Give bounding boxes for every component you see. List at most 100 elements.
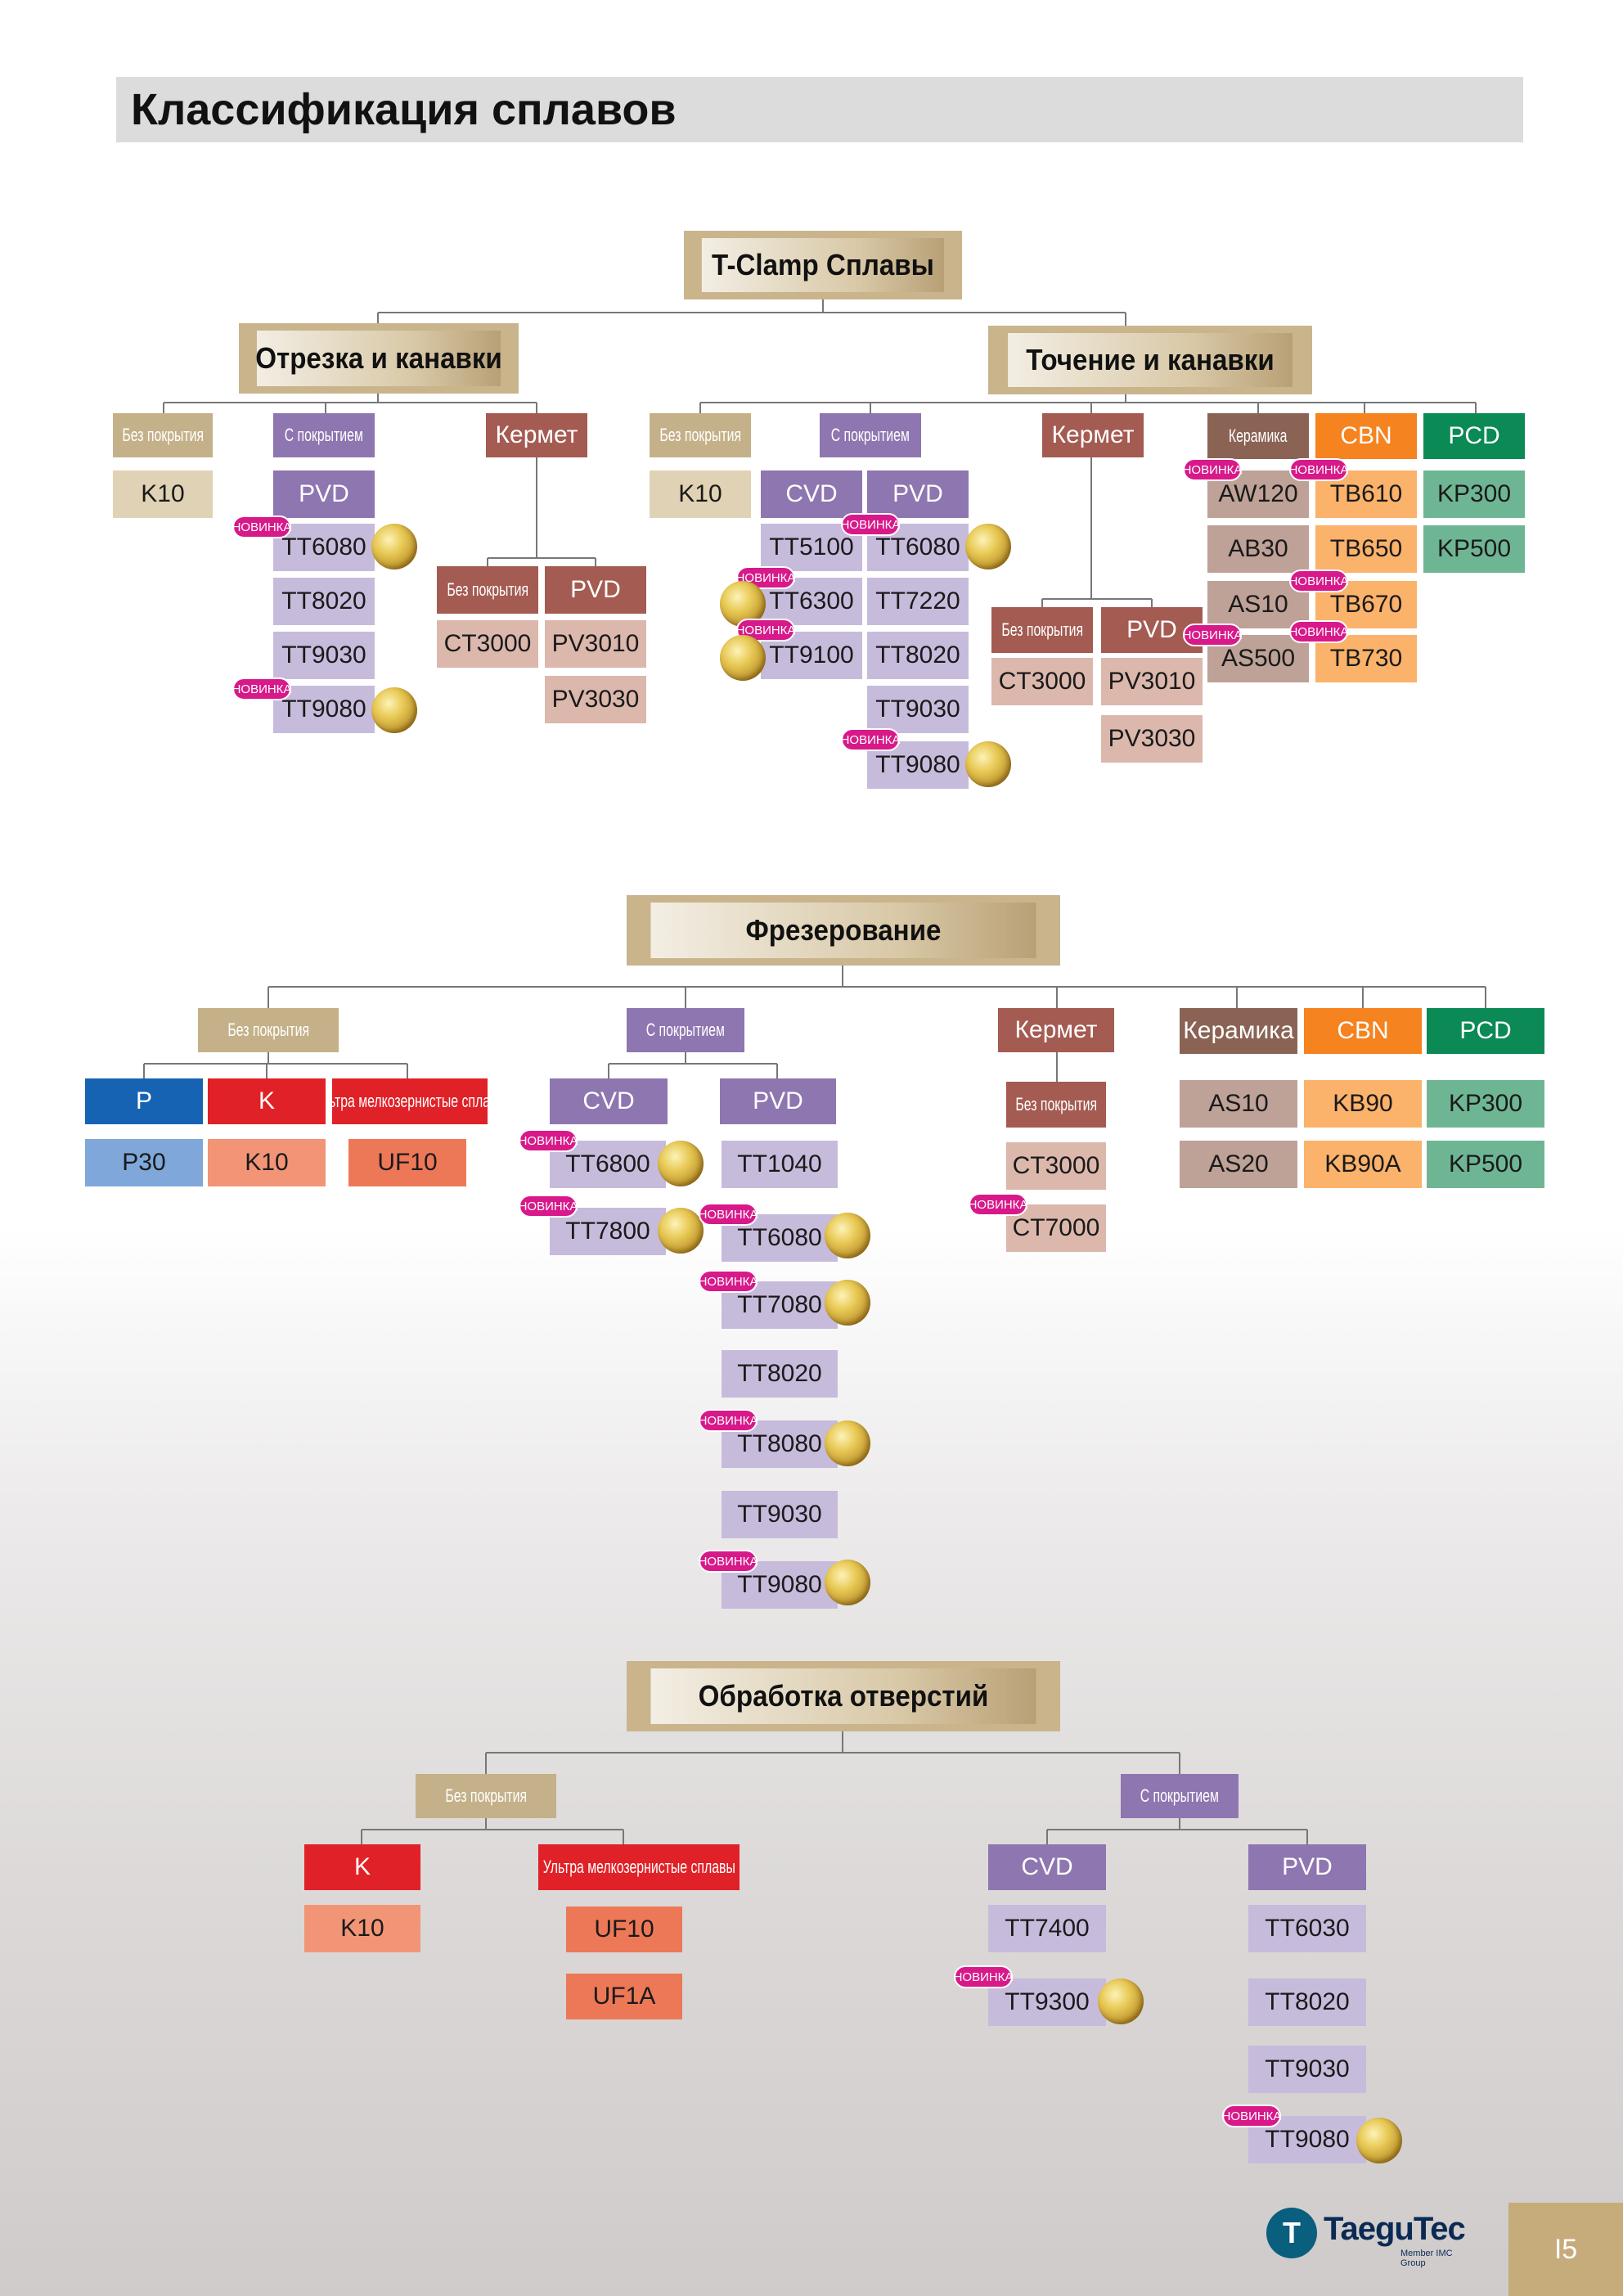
grade-k-label: K xyxy=(208,1078,326,1124)
cermet-label: Кермет xyxy=(486,413,587,457)
grade-pcd-label: KP500 xyxy=(1448,1150,1523,1177)
grade-k10: K10 xyxy=(208,1139,326,1186)
grade-pvd-label: TT8020 xyxy=(737,1360,822,1387)
gold-medal-icon xyxy=(371,524,417,569)
new-badge: НОВИНКА xyxy=(1289,569,1348,592)
pvd-label-label: PVD xyxy=(753,1087,803,1114)
cermet-label-label: Кермет xyxy=(1014,1016,1098,1043)
cermet-label: Кермет xyxy=(1042,413,1144,457)
pvd-label: PVD xyxy=(273,470,375,518)
holemaking-header: Обработка отверстий xyxy=(627,1661,1060,1731)
grade-ceramic-label: AW120 xyxy=(1218,480,1298,507)
new-badge: НОВИНКА xyxy=(841,513,900,536)
grade-ct-label: CT7000 xyxy=(1012,1214,1100,1241)
new-badge: НОВИНКА xyxy=(1183,458,1242,481)
cvd-label: CVD xyxy=(988,1844,1106,1890)
grade-cbn-label: TB670 xyxy=(1329,591,1403,618)
cermet-uncoated-label: Без покрытия xyxy=(1006,1082,1106,1128)
grade-pv: PV3030 xyxy=(545,676,646,723)
grade-cvd-label: TT7800 xyxy=(565,1218,650,1245)
grade-cvd-label: TT7400 xyxy=(1005,1915,1090,1942)
ultra-fine-label: Ультра мелкозернистые сплавы xyxy=(538,1844,740,1890)
grade-cbn: KB90A xyxy=(1304,1141,1422,1188)
coated-label: С покрытием xyxy=(820,413,921,457)
new-badge: НОВИНКА xyxy=(969,1193,1027,1216)
grade-pvd: TT1040 xyxy=(722,1141,838,1188)
grade-p30: P30 xyxy=(85,1139,203,1186)
grade-pcd: KP500 xyxy=(1427,1141,1544,1188)
cermet-pvd-label: PVD xyxy=(545,566,646,614)
grade-uf: UF10 xyxy=(566,1907,682,1952)
grade-pvd-label: TT6080 xyxy=(737,1224,822,1251)
grade-pvd-label: TT9080 xyxy=(281,696,366,723)
uncoated-label-label: Без покрытия xyxy=(445,1785,527,1806)
gold-medal-icon xyxy=(965,524,1011,569)
grade-pvd-label: TT6030 xyxy=(1265,1915,1350,1942)
grade-cbn-label: TB730 xyxy=(1329,645,1403,672)
grade-k-label-label: K xyxy=(353,1853,371,1880)
milling-header: Фрезерование xyxy=(627,895,1060,966)
grade-pvd-label: TT9080 xyxy=(737,1571,822,1598)
grade-cvd: TT6800 xyxy=(550,1141,666,1188)
grade-cvd: TT7400 xyxy=(988,1905,1106,1952)
pcd-label: PCD xyxy=(1427,1008,1544,1054)
cermet-pvd-label-label: PVD xyxy=(1126,616,1177,643)
logo-text: TaeguTec xyxy=(1324,2211,1466,2247)
grade-ceramic: AS20 xyxy=(1180,1141,1297,1188)
uncoated-label-label: Без покрытия xyxy=(122,425,204,445)
grade-pvd-label: TT6080 xyxy=(281,533,366,560)
grade-pvd-label: TT7220 xyxy=(875,588,960,615)
grade-pvd: TT7220 xyxy=(867,578,969,625)
new-badge: НОВИНКА xyxy=(841,728,900,751)
grade-k10-label: K10 xyxy=(340,1915,384,1942)
cbn-label-label: CBN xyxy=(1337,1017,1389,1044)
grade-pvd: TT6030 xyxy=(1248,1905,1366,1952)
cermet-pvd-label: PVD xyxy=(1101,607,1203,653)
new-badge: НОВИНКА xyxy=(954,1965,1013,1988)
grade-ct3000: CT3000 xyxy=(991,658,1093,705)
pvd-label-label: PVD xyxy=(1282,1853,1333,1880)
logo-subtitle: Member IMC Group xyxy=(1400,2249,1453,2268)
new-badge: НОВИНКА xyxy=(519,1129,578,1152)
grade-ct: CT3000 xyxy=(1006,1142,1106,1190)
coated-label-label: С покрытием xyxy=(645,1020,726,1040)
grade-k10-label: K10 xyxy=(245,1149,289,1176)
grade-pvd: TT9030 xyxy=(722,1491,838,1538)
ceramic-label-label: Керамика xyxy=(1183,1017,1294,1044)
new-badge: НОВИНКА xyxy=(736,619,795,642)
grade-pvd: TT9030 xyxy=(1248,2046,1366,2093)
cbn-label: CBN xyxy=(1315,413,1417,459)
grade-uf-label: UF10 xyxy=(594,1916,654,1943)
cermet-uncoated-label-label: Без покрытия xyxy=(447,579,528,600)
logo-mark-icon: T xyxy=(1266,2208,1317,2258)
gold-medal-icon xyxy=(1356,2118,1402,2163)
new-badge: НОВИНКА xyxy=(699,1409,758,1432)
grade-pvd-label: TT9030 xyxy=(1265,2055,1350,2082)
grade-k10: K10 xyxy=(650,470,751,518)
grade-pvd-label: TT6080 xyxy=(875,533,960,560)
grade-p30-label: P30 xyxy=(122,1149,166,1176)
ceramic-label-label: Керамика xyxy=(1229,425,1288,446)
grade-pvd-label: TT1040 xyxy=(737,1150,822,1177)
gold-medal-icon xyxy=(371,687,417,733)
grade-pvd: TT8020 xyxy=(273,578,375,625)
tclamp-header: T-Clamp Сплавы xyxy=(684,231,962,299)
grade-pcd-label: KP500 xyxy=(1436,535,1512,562)
grade-pvd-label: TT9030 xyxy=(737,1501,822,1528)
new-badge: НОВИНКА xyxy=(699,1203,758,1226)
cvd-label: CVD xyxy=(550,1078,668,1124)
uncoated-label-label: Без покрытия xyxy=(227,1020,309,1040)
grade-cbn-label: TB610 xyxy=(1329,480,1403,507)
ultra-fine-label-label: Ультра мелкозернистые сплавы xyxy=(332,1091,488,1111)
grade-pvd-label: TT9030 xyxy=(875,696,960,723)
ceramic-label: Керамика xyxy=(1180,1008,1297,1054)
grade-pcd: KP500 xyxy=(1423,525,1525,573)
grade-cvd-label: TT9100 xyxy=(769,642,854,669)
grade-ceramic-label: AS500 xyxy=(1221,645,1296,672)
grade-uf: UF1A xyxy=(566,1974,682,2019)
pcd-label: PCD xyxy=(1423,413,1525,459)
cvd-label-label: CVD xyxy=(1021,1853,1073,1880)
grade-ceramic: AS10 xyxy=(1180,1080,1297,1128)
grade-uf10: UF10 xyxy=(348,1139,466,1186)
cbn-label: CBN xyxy=(1304,1008,1422,1054)
